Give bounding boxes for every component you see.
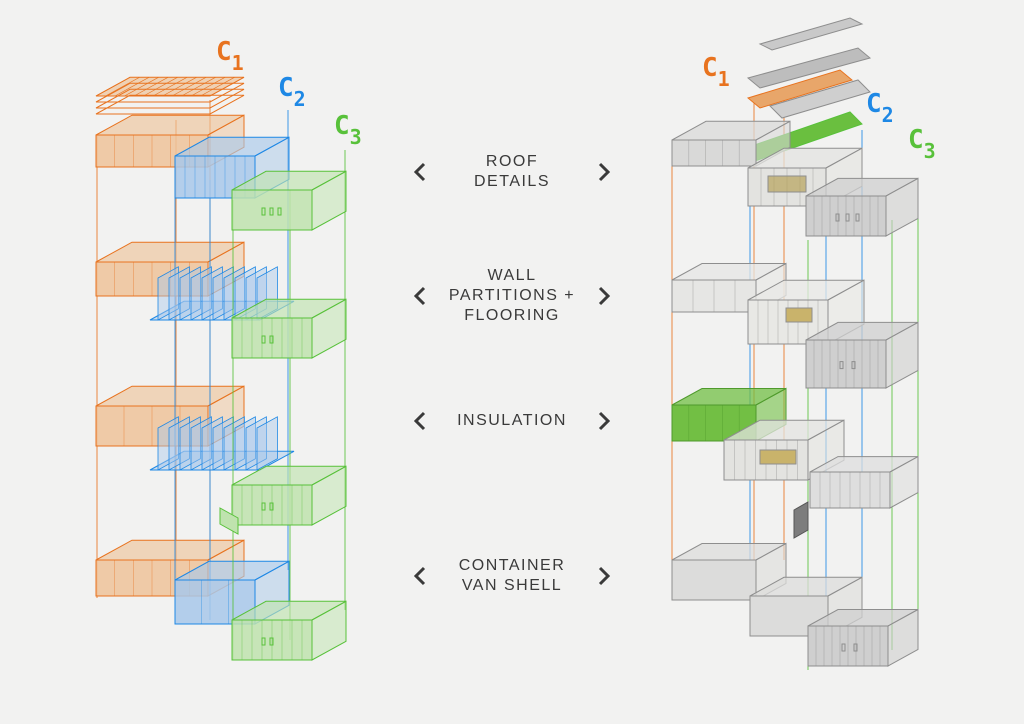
module-tag-c2: C2 [278, 73, 306, 111]
chevron-left-icon[interactable] [410, 284, 430, 308]
svg-text:C2: C2 [278, 73, 306, 111]
chevron-right-icon[interactable] [594, 564, 614, 588]
layer-label-insulation: INSULATION [400, 391, 624, 451]
chevron-right-icon[interactable] [594, 284, 614, 308]
module-tag-c3: C3 [334, 111, 362, 149]
c3-roof-render [805, 177, 919, 237]
module-tag-c3: C3 [908, 125, 936, 163]
wall-partitions [149, 416, 295, 471]
roof-panel [95, 76, 245, 115]
chevron-left-icon[interactable] [410, 160, 430, 184]
svg-text:C1: C1 [216, 37, 244, 75]
chevron-left-icon[interactable] [410, 564, 430, 588]
module-tag-c2: C2 [866, 89, 894, 127]
c1-shell-module [95, 539, 245, 597]
c3-wall-render [805, 321, 919, 389]
c3-shell-render [807, 608, 919, 667]
roof-insulation-sheet [746, 69, 854, 109]
chevron-right-icon[interactable] [594, 409, 614, 433]
roof-sheet [758, 17, 864, 51]
module-tag-c1: C1 [702, 53, 730, 91]
svg-text:C1: C1 [702, 53, 730, 91]
c3-insulation-module [231, 465, 347, 526]
module-tag-c1: C1 [216, 37, 244, 75]
svg-text:C3: C3 [334, 111, 362, 149]
roof-sheet [746, 47, 872, 89]
c3-insulation-render [809, 455, 919, 509]
c2-insulation-floor [759, 449, 797, 465]
roof-frame [769, 79, 871, 119]
chevron-right-icon[interactable] [594, 160, 614, 184]
c2-floor [767, 175, 807, 193]
svg-text:C3: C3 [908, 125, 936, 163]
c3-roof-module [231, 170, 347, 231]
c3-door-panel [219, 507, 239, 535]
c2-wall-floor [785, 307, 813, 323]
c2-shell-module [174, 560, 290, 625]
c1-roof-render [671, 120, 791, 167]
svg-text:C2: C2 [866, 89, 894, 127]
c3-shell-module [231, 600, 347, 661]
c3-door-panel [793, 501, 809, 539]
layer-label-text: INSULATION [457, 412, 567, 429]
c3-wall-module [231, 298, 347, 359]
chevron-left-icon[interactable] [410, 409, 430, 433]
